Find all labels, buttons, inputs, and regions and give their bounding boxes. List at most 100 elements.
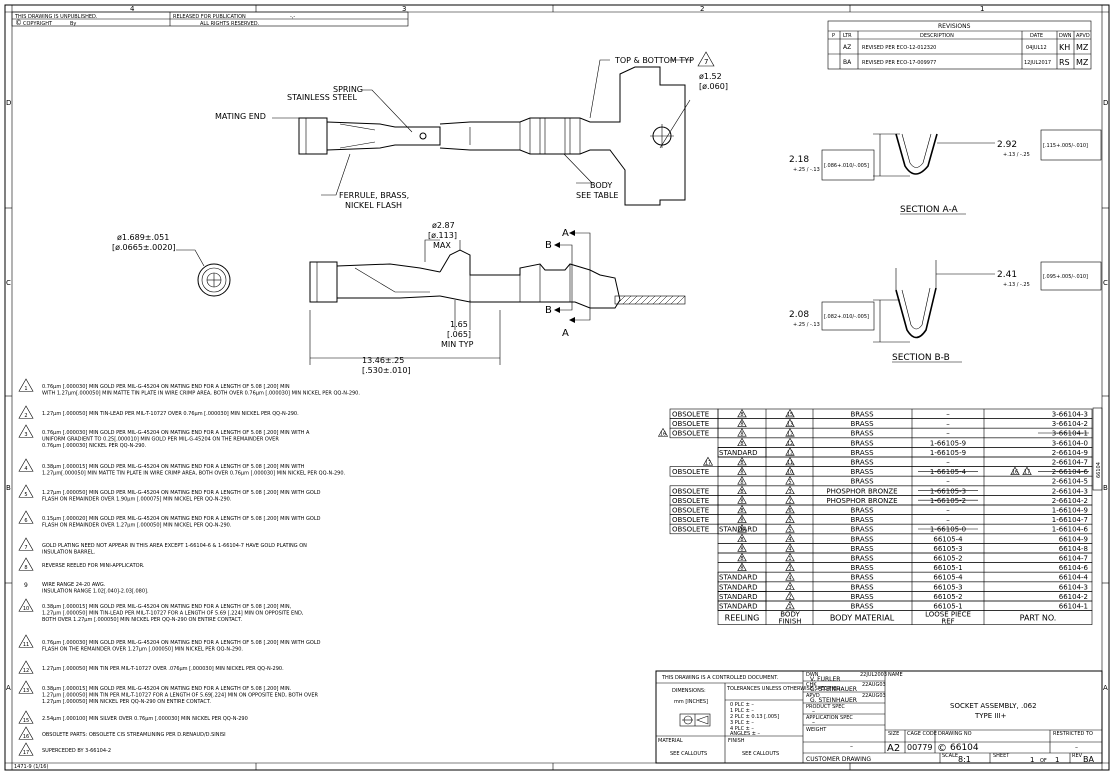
- publication-block: [11, 11, 409, 27]
- units-label: mm [INCHES]: [674, 699, 708, 705]
- drawing-name-1: SOCKET ASSEMBLY, .062: [950, 702, 1037, 710]
- rev-row2-apvd: MZ: [1076, 58, 1089, 67]
- row-material: BRASS: [850, 468, 874, 476]
- row-material: BRASS: [850, 430, 874, 438]
- finish-flag: 15: [785, 408, 795, 418]
- scale-label: SCALE: [942, 753, 958, 759]
- apvd-date: 22AUG03: [862, 693, 886, 699]
- label-dia060: [ø.060]: [699, 82, 728, 91]
- customer-drawing: CUSTOMER DRAWING: [806, 756, 871, 763]
- zone-a-right: A: [1103, 684, 1108, 692]
- row-loose-ref: –: [946, 420, 950, 428]
- finish-flag-number: 4: [788, 537, 791, 543]
- reel-flag: 8: [737, 485, 747, 495]
- note-11-line: FLASH ON THE REMAINDER OVER 1.27µm [.000…: [42, 646, 243, 652]
- note-flag-17: 17: [18, 742, 34, 756]
- row-status: OBSOLETE: [672, 468, 709, 476]
- finish-flag-number: 3: [788, 566, 791, 572]
- label-d165: 1.65: [450, 320, 468, 329]
- rev-header-dwn: DWN: [1059, 33, 1072, 39]
- part-pre-flag-number: 16: [1012, 470, 1018, 476]
- finish-flag-number: 4: [788, 575, 791, 581]
- zone-d-right: D: [1103, 99, 1108, 107]
- reel-flag-number: 8: [740, 479, 743, 485]
- name-label: NAME: [888, 672, 903, 678]
- finish-flag-number: 1: [788, 604, 791, 610]
- note-12-line: 1.27µm [.000050] MIN TIN PER MIL-T-10727…: [42, 666, 284, 672]
- section-bb-title: SECTION B-B: [892, 353, 950, 363]
- row-material: BRASS: [850, 506, 874, 514]
- sheet-value: 1: [1030, 756, 1034, 764]
- finish-flag-number: 2: [788, 595, 791, 601]
- reel-flag: 8: [737, 543, 747, 553]
- reel-flag: 8: [737, 504, 747, 514]
- label-max: MAX: [433, 241, 451, 250]
- row-part-no: 66104-4: [1059, 574, 1089, 582]
- row-loose-ref: –: [946, 478, 950, 486]
- rev-row2-ltr: BA: [843, 59, 852, 66]
- label-dia152: ø1.52: [699, 72, 722, 81]
- revisions-title: REVISIONS: [938, 23, 971, 30]
- note-number-9: 9: [24, 582, 28, 589]
- label-mating-end: MATING END: [215, 112, 266, 121]
- row-loose-ref: 66105-4: [933, 535, 963, 543]
- material-label: MATERIAL: [658, 738, 683, 744]
- note-flag-7-top: [697, 51, 715, 67]
- part-pre-flag: 17: [1022, 466, 1032, 476]
- note-flag-3: 3: [18, 424, 34, 438]
- label-top-bottom: TOP & BOTTOM TYP: [614, 56, 694, 65]
- row-material: BRASS: [850, 593, 874, 601]
- application-spec-value: –: [812, 719, 815, 726]
- rev-header-date: DATE: [1030, 33, 1043, 39]
- note-flag-15-number: 15: [23, 718, 29, 724]
- zone-3: 3: [402, 5, 406, 13]
- note-13-line: 1.27µm [.000050] MIN NICKEL PER QQ-N-290…: [42, 699, 211, 705]
- header-body-finish-2: FINISH: [778, 618, 801, 626]
- note-flag-16-number: 16: [23, 734, 29, 740]
- row-part-no: 66104-1: [1059, 602, 1088, 610]
- bb-height: 2.08: [789, 310, 809, 320]
- finish-flag: 4: [785, 543, 795, 553]
- header-loose-ref: LOOSE PIECE: [925, 611, 971, 619]
- rev-label: REV: [1072, 753, 1083, 759]
- row-pre-flag-number: 16: [660, 431, 666, 437]
- row-material: BRASS: [850, 478, 874, 486]
- drawing-no-value: 66104: [950, 743, 979, 753]
- section-bb-view: [821, 260, 1102, 343]
- label-nickel-flash: NICKEL FLASH: [345, 201, 402, 210]
- finish-flag-number: 12: [787, 441, 793, 447]
- product-spec-value: –: [812, 708, 815, 715]
- zone-4: 4: [130, 5, 135, 13]
- row-part-no: 1-66104-6: [1052, 526, 1089, 534]
- row-loose-ref: 66105-1: [933, 564, 962, 572]
- plc-angles: ANGLES ± –: [730, 731, 761, 737]
- note-4-line: 1.27µm[.000050] MIN MATTE TIN PLATE IN W…: [42, 470, 346, 476]
- chk-name: G. STEINHAUER: [810, 686, 857, 693]
- finish-flag: 6: [785, 504, 795, 514]
- bb-height-inch: [.082+.010/-.005]: [824, 314, 869, 320]
- note-9-line: WIRE RANGE 24-20 AWG.: [42, 582, 106, 588]
- row-part-no: 3-66104-1: [1052, 430, 1088, 438]
- material-value: SEE CALLOUTS: [670, 751, 707, 757]
- released-note: RELEASED FOR PUBLICATION: [173, 14, 246, 20]
- note-flag-8-number: 8: [24, 565, 27, 571]
- bb-width: 2.41: [997, 270, 1017, 280]
- note-flag-1-number: 1: [24, 386, 27, 392]
- row-loose-ref: 1-66105-2: [930, 497, 966, 505]
- zone-1: 1: [980, 5, 984, 13]
- finish-flag-number: 10: [787, 470, 793, 476]
- header-loose-ref-2: REF: [941, 618, 954, 626]
- dwn-name: V. FURLER: [810, 676, 840, 683]
- size-label: SIZE: [888, 731, 899, 737]
- note-flag-11-number: 11: [23, 642, 29, 648]
- row-loose-ref: 1-66105-9: [930, 449, 966, 457]
- note-flag-4-number: 4: [24, 466, 27, 472]
- row-material: BRASS: [850, 526, 874, 534]
- row-loose-ref: 66105-2: [933, 554, 962, 562]
